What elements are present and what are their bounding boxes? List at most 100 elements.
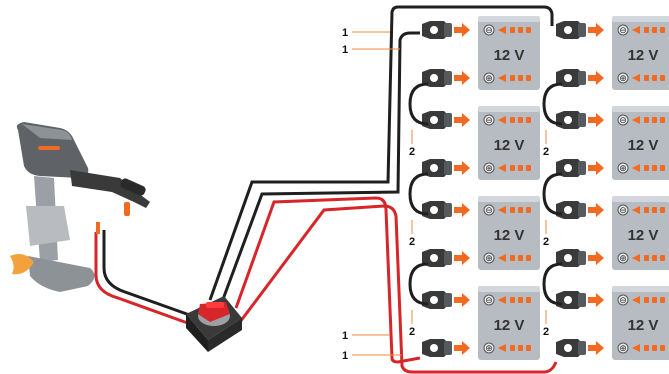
battery-top	[612, 196, 669, 202]
clamp-bolt	[578, 161, 586, 175]
jumper-right-3	[542, 262, 563, 306]
jumper-left-1	[408, 82, 429, 126]
main-cable-red-2	[238, 204, 558, 374]
battery: ⊖⊕12 V	[556, 286, 669, 360]
callout-top-2: 1	[342, 44, 348, 56]
positive-terminal-sign: ⊕	[485, 344, 493, 354]
terminal-dot	[652, 165, 657, 171]
battery-body	[612, 196, 669, 270]
clamp-hole	[564, 206, 572, 214]
terminal-arrow-icon	[632, 344, 640, 352]
negative-terminal-icon	[617, 294, 629, 306]
direction-arrow-icon	[588, 341, 604, 355]
terminal-dot	[526, 255, 531, 261]
terminal-dot	[660, 117, 665, 123]
callout-leaders	[352, 31, 547, 356]
negative-terminal-sign: ⊖	[485, 26, 493, 36]
clamp-bolt	[578, 341, 586, 355]
battery-top	[612, 16, 669, 22]
terminal-arrow-icon	[498, 254, 506, 262]
terminal-dot	[518, 297, 523, 303]
terminal-dot	[660, 165, 665, 171]
battery-voltage-label: 12 V	[628, 137, 659, 154]
motor-lower-unit	[28, 256, 95, 292]
terminal-dot	[652, 207, 657, 213]
direction-arrow-icon	[588, 71, 604, 85]
terminal-dot	[526, 165, 531, 171]
direction-arrow-icon	[454, 341, 470, 355]
callout-top-1: 1	[342, 27, 348, 39]
negative-terminal-icon	[483, 294, 495, 306]
terminal-dot	[526, 345, 531, 351]
terminal-arrow-icon	[632, 254, 640, 262]
battery-top	[478, 106, 540, 112]
direction-arrow-icon	[588, 161, 604, 175]
clamp-bolt	[578, 71, 586, 85]
clamp-hole	[430, 296, 438, 304]
callout-bottom-2: 1	[342, 350, 348, 362]
terminal-dot	[510, 165, 515, 171]
terminal-dot	[644, 165, 649, 171]
clamp-bolt	[578, 113, 586, 127]
clamp-bolt	[578, 293, 586, 307]
positive-terminal-sign: ⊕	[619, 344, 627, 354]
battery-body	[478, 196, 540, 270]
terminal-arrow-icon	[632, 74, 640, 82]
positive-terminal-icon	[617, 252, 629, 264]
direction-arrow-icon	[588, 113, 604, 127]
positive-terminal-icon	[483, 162, 495, 174]
battery: ⊖⊕12 V	[422, 286, 540, 360]
positive-terminal-sign: ⊕	[485, 74, 493, 84]
battery-main-switch[interactable]	[186, 296, 242, 352]
battery-body	[612, 286, 669, 360]
direction-arrow-icon	[454, 23, 470, 37]
battery-top	[612, 106, 669, 112]
negative-terminal-sign: ⊖	[619, 116, 627, 126]
main-cables	[208, 5, 558, 374]
battery-voltage-label: 12 V	[494, 47, 525, 64]
main-cable-black-2	[220, 31, 420, 303]
terminal-dot	[526, 27, 531, 33]
terminal-dot	[526, 297, 531, 303]
direction-arrow-icon	[454, 203, 470, 217]
clamp-bolt	[444, 293, 452, 307]
battery-body	[478, 286, 540, 360]
clamp-hole	[430, 344, 438, 352]
clamp-hole	[564, 254, 572, 262]
terminal-dot	[660, 27, 665, 33]
clamp-hole	[564, 26, 572, 34]
motor-head-top	[22, 124, 72, 140]
negative-terminal-icon	[617, 24, 629, 36]
terminal-dot	[644, 117, 649, 123]
terminal-arrow-icon	[498, 344, 506, 352]
positive-terminal-sign: ⊕	[485, 164, 493, 174]
clamp-hole	[430, 164, 438, 172]
terminal-arrow-icon	[498, 164, 506, 172]
negative-terminal-icon	[617, 114, 629, 126]
positive-terminal-icon	[617, 342, 629, 354]
clamp-hole	[430, 206, 438, 214]
positive-terminal-icon	[483, 72, 495, 84]
positive-terminal-icon	[483, 252, 495, 264]
motor-head-accent	[38, 146, 60, 150]
terminal-dot	[660, 255, 665, 261]
terminal-arrow-icon	[632, 296, 640, 304]
callout-jumper-right-2: 2	[543, 236, 549, 248]
negative-terminal-sign: ⊖	[619, 206, 627, 216]
terminal-dot	[652, 27, 657, 33]
positive-terminal-sign: ⊕	[619, 164, 627, 174]
battery-voltage-label: 12 V	[494, 317, 525, 334]
clamp-hole	[430, 26, 438, 34]
terminal-arrow-icon	[498, 116, 506, 124]
terminal-arrow-icon	[632, 206, 640, 214]
terminal-dot	[652, 255, 657, 261]
negative-terminal-sign: ⊖	[619, 296, 627, 306]
clamp-bolt	[578, 251, 586, 265]
callout-jumper-right-3: 2	[543, 326, 549, 338]
motor-cables	[94, 230, 199, 328]
motor-lever	[124, 202, 130, 216]
negative-terminal-sign: ⊖	[485, 116, 493, 126]
jumper-cables	[408, 82, 563, 306]
terminal-dot	[510, 297, 515, 303]
